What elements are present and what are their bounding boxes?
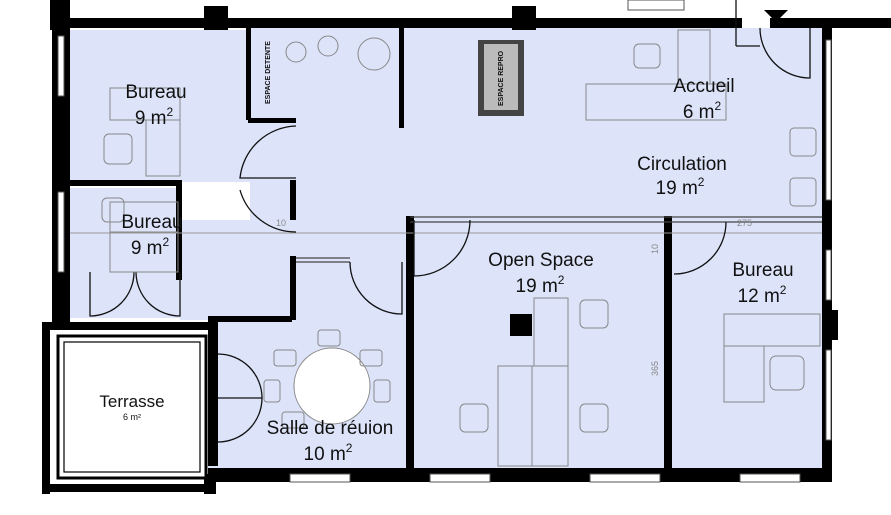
desk-bureau-3 (723, 313, 821, 347)
floor-bureau-1 (70, 30, 250, 182)
terrasse-area (56, 334, 208, 480)
entrance-arrow-icon (764, 10, 788, 22)
wall-open-space-right (664, 216, 672, 468)
door-terrasse-1 (89, 271, 135, 317)
wall-right (822, 18, 832, 478)
dim-label-2: 10 (650, 244, 660, 254)
door-bureau-3 (673, 221, 727, 275)
windows (57, 0, 832, 483)
door-bureau-2 (239, 189, 297, 233)
accueil-counter (585, 83, 727, 121)
room-area-salle-reunion: 10 m2 (304, 441, 353, 465)
room-area-bureau-1: 9 m2 (135, 105, 174, 129)
wall-hall-stub (290, 180, 296, 220)
wall-detente-bottom (248, 118, 296, 123)
pillar-top-1 (204, 6, 228, 30)
floor-circulation (250, 28, 822, 220)
door-open-space (413, 219, 471, 277)
wall-detente-right (399, 28, 404, 128)
dim-label-3: 365 (650, 361, 660, 376)
door-salle-terrasse-1 (217, 353, 263, 399)
doors (89, 0, 811, 443)
room-area-open-space: 19 m2 (516, 273, 565, 297)
repro-machine-panel (484, 44, 518, 110)
partition-lines (70, 216, 822, 263)
chair-bureau-2 (101, 197, 125, 223)
label-espace-detente: ESPACE DETENTE (265, 41, 272, 104)
chair-os-3 (579, 403, 609, 433)
dim-label-1: 10 (276, 218, 286, 228)
wall-top (52, 18, 742, 28)
floor-open-space (412, 220, 668, 468)
chair-bureau-3 (769, 355, 805, 391)
label-espace-repro: ESPACE REPRO (498, 50, 505, 106)
door-entrance (759, 27, 811, 79)
chair-accueil (633, 43, 661, 69)
wall-bottom (208, 468, 832, 482)
chair-os-2 (459, 403, 489, 433)
wall-bureau-2-right (176, 180, 182, 280)
room-name-accueil: Accueil (673, 76, 734, 97)
room-name-bureau-3: Bureau (732, 260, 793, 281)
wall-left (52, 28, 70, 328)
door-salle (349, 261, 403, 315)
door-salle-terrasse-2 (217, 397, 263, 443)
chair-os-1 (579, 299, 609, 329)
table-detente (357, 37, 391, 71)
floor-bureau-3 (668, 220, 822, 468)
door-bureau-detente (239, 125, 297, 179)
room-area-bureau-3: 12 m2 (738, 283, 787, 307)
floor-fills (70, 28, 822, 468)
column-open-space (510, 314, 532, 336)
furniture (101, 29, 821, 467)
wall-salle-left (208, 320, 218, 466)
wall-salle-left-top (290, 256, 296, 320)
wall-terrasse-top (44, 322, 218, 330)
chair-bureau-1 (103, 133, 133, 165)
room-name-circulation: Circulation (637, 154, 727, 175)
wall-detente-left (246, 28, 251, 120)
walls (42, 0, 891, 494)
room-area-terrasse: 6 m² (123, 412, 141, 422)
room-name-terrasse: Terrasse (99, 392, 164, 411)
floor-bureau-2 (70, 188, 180, 318)
room-name-bureau-2: Bureau (121, 212, 182, 233)
seat-circulation-2 (789, 177, 817, 207)
seat-circulation-1 (789, 127, 817, 157)
pillar-right (822, 310, 838, 340)
door-terrasse-2 (135, 271, 181, 317)
seat-detente-2 (317, 35, 339, 57)
dim-label-4: 275 (737, 218, 752, 228)
pillar-tl (50, 0, 70, 30)
room-area-circulation: 19 m2 (656, 175, 705, 199)
room-area-accueil: 6 m2 (683, 99, 722, 123)
wall-bureaux-divider (70, 180, 182, 186)
room-name-open-space: Open Space (488, 250, 594, 271)
room-name-bureau-1: Bureau (125, 82, 186, 103)
wall-salle-top (208, 316, 292, 322)
room-name-salle-reunion: Salle de réuion (267, 418, 394, 439)
room-area-bureau-2: 9 m2 (131, 235, 170, 259)
wall-terrasse-left (42, 322, 50, 494)
pillar-top-2 (512, 6, 536, 30)
seat-detente-1 (285, 41, 307, 63)
desk-bureau-1 (109, 87, 181, 121)
wall-terrasse-bottom (42, 484, 216, 492)
wall-open-space-left (406, 216, 414, 468)
meeting-table (293, 347, 371, 425)
